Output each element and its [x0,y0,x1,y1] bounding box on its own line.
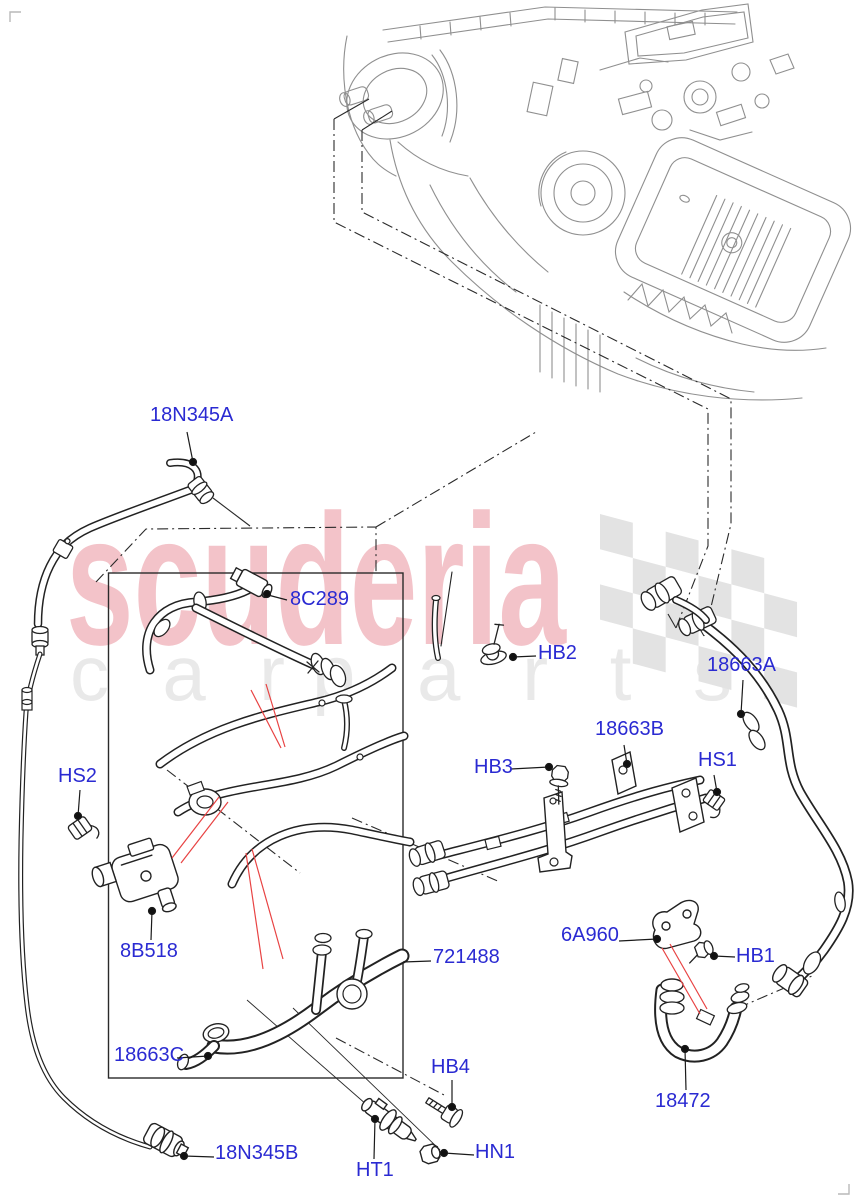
part-label-18663a[interactable]: 18663A [707,654,776,676]
part-label-6a960[interactable]: 6A960 [561,924,619,946]
part-label-hb1[interactable]: HB1 [736,945,775,967]
part-label-18n345a[interactable]: 18N345A [150,404,234,426]
part-label-18663b[interactable]: 18663B [595,718,664,740]
aux-pump-8b518 [91,837,179,913]
checkered-flag-watermark [600,514,798,708]
left-pipe-drawing [18,458,215,1158]
part-label-ht1[interactable]: HT1 [356,1159,394,1181]
part-label-hs1[interactable]: HS1 [698,749,737,771]
nut-hn1 [419,1143,441,1165]
corner-marks [9,11,850,1195]
watermark-layer: scuderia car parts [66,477,798,717]
clip-hs2 [67,816,100,840]
pipe-assembly-drawing [408,750,726,897]
part-label-721488[interactable]: 721488 [433,946,500,968]
red-pointer-lines [171,683,708,1015]
bracket-6a960 [652,899,702,950]
leader-lines [73,431,746,1161]
bolt-hb4 [425,1097,464,1128]
part-label-hb2[interactable]: HB2 [538,642,577,664]
detail-box-721488 [107,572,404,1079]
valve-ht1 [361,1097,417,1142]
bolt-hb2 [480,623,507,666]
part-label-hb4[interactable]: HB4 [431,1056,470,1078]
part-label-hb3[interactable]: HB3 [474,756,513,778]
part-label-18n345b[interactable]: 18N345B [215,1142,299,1164]
part-label-18663c[interactable]: 18663C [114,1044,185,1066]
hvac-assembly-drawing [339,3,852,401]
part-label-8b518[interactable]: 8B518 [120,940,178,962]
part-label-hn1[interactable]: HN1 [475,1141,516,1163]
part-label-hs2[interactable]: HS2 [58,765,97,787]
part-label-8c289[interactable]: 8C289 [290,588,349,610]
bolt-hb1 [689,940,714,964]
fasteners-drawing [67,571,507,1165]
bolt-hb3 [549,764,570,805]
right-hose-drawing [640,576,854,1063]
part-label-18472[interactable]: 18472 [655,1090,711,1112]
hose-cluster-drawing [91,566,415,1071]
